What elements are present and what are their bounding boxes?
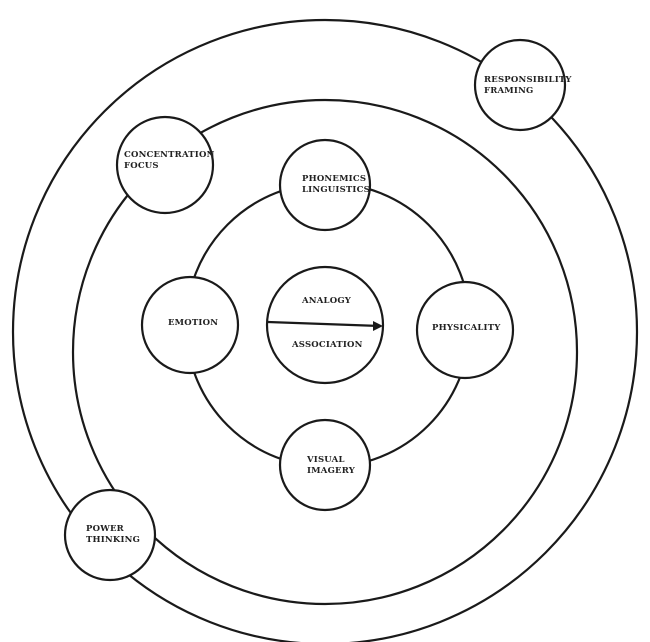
- label-line: PHONEMICS: [302, 174, 367, 184]
- node-responsibility-framing: [473, 38, 567, 132]
- label-line: CONCENTRATION: [124, 150, 215, 160]
- label-phonemics-linguistics: PHONEMICS LINGUISTICS: [302, 174, 370, 196]
- label-emotion: EMOTION: [168, 318, 219, 328]
- middle-ring: [71, 98, 579, 606]
- node-power-thinking: [63, 488, 157, 582]
- outer-ring: [11, 18, 639, 642]
- label-line: VISUAL: [307, 455, 345, 465]
- label-physicality: PHYSICALITY: [432, 323, 501, 333]
- label-association: ASSOCIATION: [292, 340, 363, 350]
- divider-arrow: [267, 320, 381, 328]
- label-line: RESPONSIBILITY: [484, 75, 572, 85]
- label-visual-imagery: VISUAL IMAGERY: [307, 455, 355, 477]
- label-line: FRAMING: [484, 86, 534, 96]
- label-analogy: ANALOGY: [302, 296, 352, 306]
- label-concentration-focus: CONCENTRATION FOCUS: [124, 150, 215, 172]
- label-line: POWER: [86, 524, 124, 534]
- node-concentration-focus: [115, 115, 215, 215]
- label-line: IMAGERY: [307, 466, 355, 476]
- label-line: THINKING: [86, 535, 141, 545]
- node-physicality: [415, 280, 515, 380]
- node-phonemics-linguistics: [278, 138, 372, 232]
- node-emotion: [140, 275, 240, 375]
- label-power-thinking: POWER THINKING: [86, 524, 140, 546]
- arrow-head-icon: [373, 321, 383, 331]
- node-visual-imagery: [278, 418, 372, 512]
- label-line: FOCUS: [124, 161, 159, 171]
- label-responsibility-framing: RESPONSIBILITY FRAMING: [484, 75, 572, 97]
- label-line: LINGUISTICS: [302, 185, 370, 195]
